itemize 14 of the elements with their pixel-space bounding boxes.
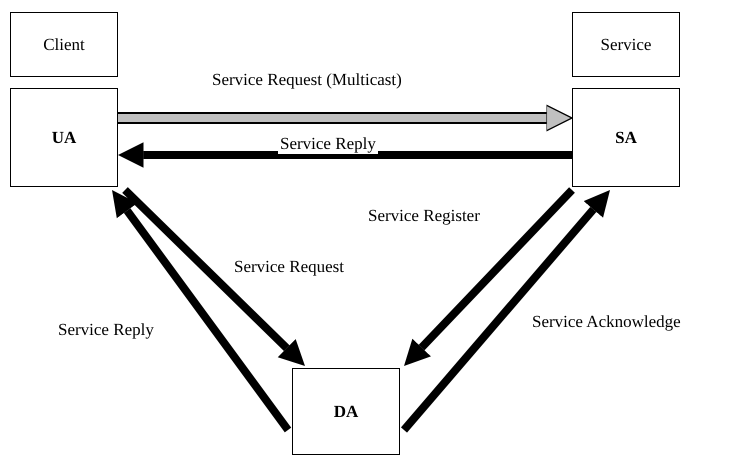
edge-label: Service Acknowledge bbox=[530, 312, 683, 332]
box bbox=[572, 12, 680, 77]
box bbox=[10, 12, 118, 77]
node-label: SA bbox=[615, 128, 637, 148]
box bbox=[292, 368, 400, 455]
box bbox=[572, 88, 680, 187]
box bbox=[10, 88, 118, 187]
node-label: DA bbox=[334, 402, 358, 422]
node-label: Service bbox=[600, 34, 652, 54]
edge-label: Service Reply bbox=[56, 320, 156, 340]
edge-label: Service Reply bbox=[278, 134, 378, 154]
node-label: UA bbox=[52, 128, 76, 148]
node-label: Client bbox=[43, 34, 85, 54]
edge-label: Service Request (Multicast) bbox=[210, 70, 404, 90]
